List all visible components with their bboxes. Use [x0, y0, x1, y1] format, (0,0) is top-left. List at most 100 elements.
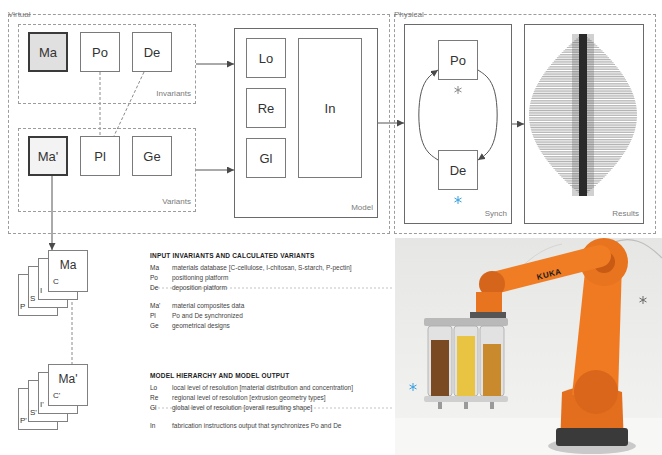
- frame-label: Virtual: [8, 11, 31, 19]
- node-label: Gl: [260, 152, 273, 165]
- frame-label: Synch: [485, 210, 507, 218]
- node-label: Ma: [39, 46, 57, 59]
- label-slot: KUKA: [534, 260, 563, 284]
- flow-arrow: [419, 70, 438, 160]
- legend-key: Pl: [150, 313, 156, 320]
- text-slot: Variants: [162, 190, 191, 208]
- legend-description: geometrical designs: [172, 323, 230, 330]
- group-box: Invariants Ma Po De: [18, 24, 196, 104]
- group-box: Variants Ma' Pl Ge: [18, 128, 196, 212]
- material-card: MaC: [48, 250, 88, 292]
- legend-description: deposition platform: [172, 285, 227, 292]
- flow-arrow: [52, 176, 53, 250]
- text-slot: C: [53, 270, 59, 288]
- section-heading: INPUT INVARIANTS AND CALCULATED VARIANTS: [150, 253, 314, 260]
- robot-brand: KUKA: [536, 268, 562, 282]
- node-label: Po: [450, 54, 466, 67]
- text-slot: I': [40, 393, 44, 411]
- platform-box: De: [132, 32, 172, 72]
- node-label: De: [450, 164, 467, 177]
- frame-label: Physical: [394, 11, 424, 19]
- legend-key: Ma: [150, 265, 159, 272]
- text-slot: I: [40, 279, 42, 297]
- text-slot: S': [30, 401, 37, 419]
- robot-photo: [395, 238, 662, 455]
- variant-box: Ge: [132, 136, 172, 176]
- text-slot: P: [20, 295, 25, 313]
- legend-key: Lo: [150, 385, 157, 392]
- material-box: Ma': [28, 136, 68, 176]
- region-frame: VirtualInvariants Ma Po DeVariants Ma' Pl GeMo…: [8, 14, 390, 234]
- frame-label: Model: [351, 204, 373, 212]
- text-slot: Model: [351, 196, 373, 214]
- legend-key: Re: [150, 395, 158, 402]
- frame-label: Results: [612, 210, 639, 218]
- separator-lines: [150, 288, 392, 408]
- section-heading: MODEL HIERARCHY AND MODEL OUTPUT: [150, 373, 289, 380]
- label-slot: Ma': [150, 294, 160, 312]
- legend-key: De: [150, 285, 158, 292]
- text-slot: In: [299, 39, 361, 177]
- text-slot: Po: [439, 41, 477, 79]
- legend-description: fabrication instructions output that syn…: [172, 423, 341, 430]
- text-slot: De: [439, 151, 477, 189]
- legend-description: global level of resolution [overall resu…: [172, 405, 312, 412]
- text-slot: De: [133, 33, 171, 71]
- legend-key: Gl: [150, 405, 157, 412]
- node-label: Ma': [59, 373, 78, 385]
- legend-description: regional level of resolution [extrusion …: [172, 395, 326, 402]
- text-slot: Results: [612, 202, 639, 220]
- text-slot: C': [53, 384, 60, 402]
- text-slot: Ma: [30, 34, 66, 70]
- text-slot: Ma': [30, 138, 66, 174]
- legend-key: Ma': [150, 303, 160, 310]
- node-label: C: [53, 278, 59, 286]
- text-slot: Synch: [485, 202, 507, 220]
- node-label: Ge: [143, 150, 160, 163]
- label-slot: material composites data: [172, 294, 244, 312]
- node-label: Ma: [60, 259, 77, 271]
- node-label: In: [325, 102, 336, 115]
- platform-box: Po: [80, 32, 120, 72]
- frame-label: Invariants: [156, 90, 191, 98]
- text-slot: Pl: [81, 137, 119, 175]
- label-slot: In: [150, 414, 155, 432]
- material-box: Ma: [28, 32, 68, 72]
- node-label: S': [30, 409, 37, 417]
- node-label: I': [40, 401, 44, 409]
- dashed-link: [72, 292, 73, 364]
- text-slot: Ge: [133, 137, 171, 175]
- platform-box: Po: [438, 40, 478, 80]
- text-slot: Ma': [49, 369, 87, 387]
- node-label: S: [30, 295, 35, 303]
- node-label: Pl: [94, 150, 106, 163]
- node-label: Lo: [259, 52, 273, 65]
- flow-arrow: [196, 64, 234, 65]
- node-label: De: [144, 46, 161, 59]
- composite-card: Ma'C': [48, 364, 88, 406]
- text-slot: S: [30, 287, 35, 305]
- label-slot: fabrication instructions output that syn…: [172, 414, 341, 432]
- resolution-box: Lo: [246, 38, 286, 78]
- text-slot: Physical: [394, 3, 424, 21]
- flow-arrow: [512, 124, 524, 125]
- label-slot: INPUT INVARIANTS AND CALCULATED VARIANTS: [150, 244, 314, 262]
- legend-description: Po and De synchronized: [172, 313, 243, 320]
- label-slot: MODEL HIERARCHY AND MODEL OUTPUT: [150, 364, 289, 382]
- node-label: Ma': [38, 150, 59, 163]
- variant-box: Pl: [80, 136, 120, 176]
- legend-description: local level of resolution [material dist…: [172, 385, 353, 392]
- node-label: I: [40, 287, 42, 295]
- region-frame: PhysicalSynch PoDeResults: [394, 14, 656, 234]
- results-pattern: [529, 34, 637, 196]
- node-label: Re: [258, 102, 275, 115]
- flow-arrow: [196, 170, 234, 171]
- text-slot: P': [20, 409, 27, 427]
- instructions-box: In: [298, 38, 362, 178]
- legend-description: materials database [C-cellulose, I-chito…: [172, 265, 352, 272]
- text-slot: Re: [247, 89, 285, 127]
- text-slot: Po: [81, 33, 119, 71]
- dashed-link: [100, 72, 101, 136]
- node-label: P': [20, 417, 27, 425]
